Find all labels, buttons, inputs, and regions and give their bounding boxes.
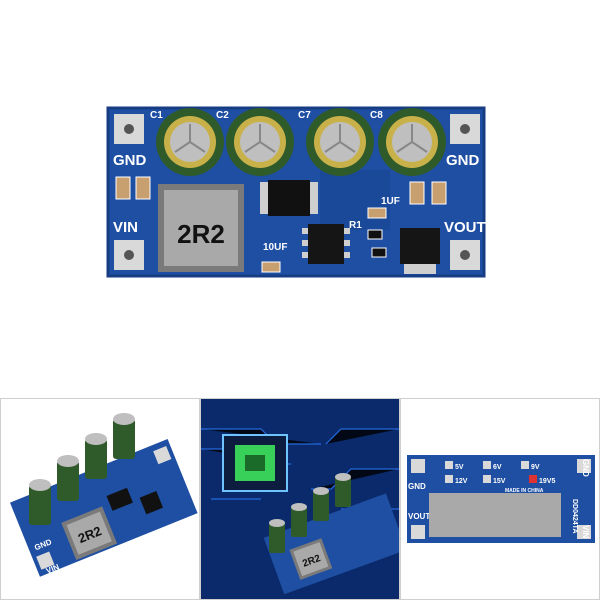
voltage-regulator [400, 228, 440, 274]
main-product-photo: GND VIN GND VOUT [106, 106, 486, 278]
inductor: 2R2 [158, 184, 244, 272]
thumb3-v-6v: 6V [493, 464, 502, 471]
smd-caps-right [409, 181, 447, 205]
thumb3-v-5v: 5V [455, 464, 464, 471]
thumb2-caps [269, 473, 351, 553]
corner-pads [114, 114, 480, 270]
label-vin: VIN [113, 219, 138, 236]
label-gnd-left: GND [113, 152, 147, 169]
via-pattern [320, 170, 390, 230]
main-board-svg: GND VIN GND VOUT [106, 106, 486, 278]
thumb3-made-in: MADE IN CHINA [505, 488, 544, 494]
thumb2-glow-chip [222, 434, 288, 492]
smd-resistor-1 [367, 229, 383, 240]
electrolytic-cap-3 [306, 108, 374, 176]
thumb3-solder-area [429, 493, 561, 537]
cap-label-c7: C7 [298, 110, 311, 121]
thumb3-v-12v: 12V [455, 478, 468, 485]
thumbnail-3[interactable]: 5V 6V 9V 12V 15V 19V5 GND VOUT MADE IN C… [400, 398, 600, 600]
smd-cap-10uf [261, 261, 281, 273]
thumb1-caps [29, 413, 135, 525]
thumb3-label-gnd-right: GND [581, 459, 590, 477]
electrolytic-cap-4 [378, 108, 446, 176]
label-vout: VOUT [444, 219, 486, 236]
thumb3-svg: 5V 6V 9V 12V 15V 19V5 GND VOUT MADE IN C… [407, 455, 595, 543]
thumbnail-1[interactable]: 2R2 GND VIN [0, 398, 200, 600]
label-gnd-right: GND [446, 152, 480, 169]
ic-chip [302, 224, 350, 264]
cap-label-c8: C8 [370, 110, 383, 121]
thumbnail-strip: 2R2 GND VIN [0, 398, 600, 600]
inductor-marking: 2R2 [177, 219, 225, 249]
thumbnail-2[interactable]: 2R2 [200, 398, 400, 600]
thumb1-svg: 2R2 GND VIN [9, 413, 198, 577]
label-10uf: 10UF [263, 242, 287, 253]
thumb3-v-15v: 15V [493, 478, 506, 485]
thumb1-pcb [9, 438, 198, 577]
smd-caps-left [115, 176, 151, 200]
cap-label-c2: C2 [216, 110, 229, 121]
smd-cap-1uf [367, 207, 387, 219]
diode [260, 180, 318, 216]
thumb2-svg: 2R2 [201, 399, 399, 599]
smd-resistor-2 [371, 247, 387, 258]
thumb3-label-gnd-left: GND [408, 482, 426, 491]
electrolytic-cap-2 [226, 108, 294, 176]
thumb3-model: DD0424TA [571, 499, 578, 534]
thumb3-jumper-pads [445, 461, 537, 483]
label-1uf: 1UF [381, 196, 400, 207]
thumb3-label-vin: VIN [581, 525, 590, 539]
thumb3-v-19v5: 19V5 [539, 478, 555, 485]
electrolytic-cap-1 [156, 108, 224, 176]
cap-label-c1: C1 [150, 110, 163, 121]
label-r1: R1 [349, 220, 362, 231]
thumb3-v-9v: 9V [531, 464, 540, 471]
thumb3-label-vout: VOUT [408, 512, 430, 521]
